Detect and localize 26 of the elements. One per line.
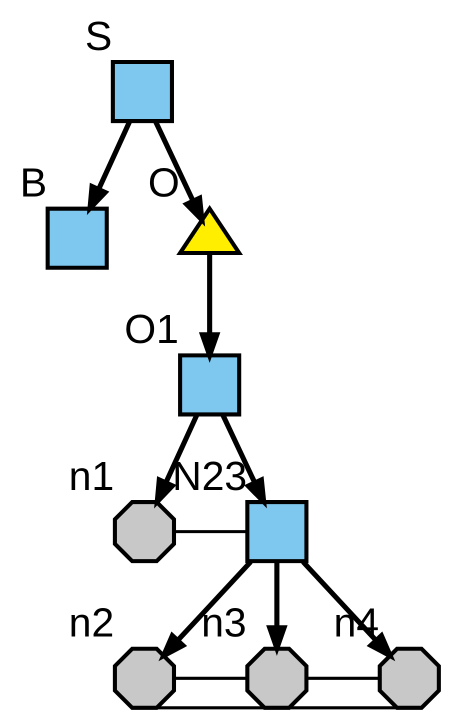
node-label: O1 (124, 306, 178, 352)
arrow (220, 414, 266, 508)
node-triangle (176, 204, 242, 255)
node-octagon (377, 646, 440, 710)
arrow (198, 252, 220, 362)
node-label: n2 (68, 599, 114, 646)
arrow (152, 120, 205, 226)
arrow (86, 120, 132, 215)
arrow (266, 561, 288, 656)
node-box (110, 59, 174, 123)
node-label: O (147, 158, 180, 205)
node-box (178, 352, 241, 416)
node-label: B (19, 158, 46, 205)
node-box (244, 500, 308, 563)
connector (174, 676, 247, 680)
node-octagon (112, 646, 176, 710)
node-octagon (244, 646, 308, 710)
node-label: n1 (68, 452, 114, 498)
node-box (45, 206, 108, 270)
node-label: N23 (172, 452, 247, 498)
node-label: n3 (200, 599, 246, 646)
node-octagon (112, 500, 176, 563)
node-label: S (84, 12, 112, 58)
connector (174, 530, 247, 533)
connector (306, 676, 380, 680)
arrow (154, 414, 199, 508)
